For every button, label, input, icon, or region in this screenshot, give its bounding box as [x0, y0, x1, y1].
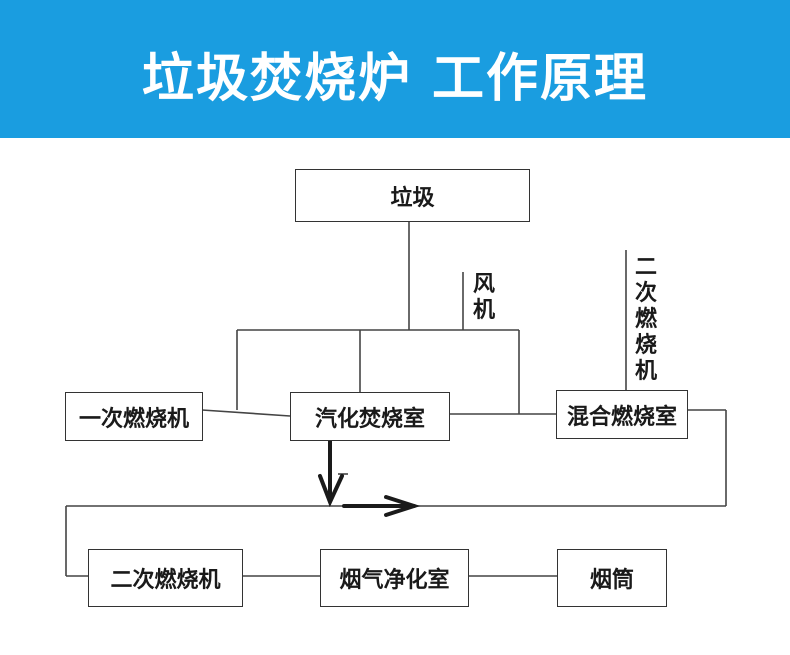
label-fan: 风 机 — [472, 272, 495, 323]
node-mixing-chamber: 混合燃烧室 — [556, 390, 688, 439]
node-garbage: 垃圾 — [295, 169, 530, 222]
node-flue-gas-purification: 烟气净化室 — [320, 549, 469, 607]
page-title: 垃圾焚烧炉 工作原理 — [141, 49, 649, 109]
connector-primary-gasification — [201, 409, 291, 417]
header-banner: 垃圾焚烧炉 工作原理 — [0, 0, 790, 138]
right-arrow-icon — [342, 495, 421, 517]
node-chimney: 烟筒 — [557, 549, 667, 607]
node-primary-incinerator: 一次燃烧机 — [65, 392, 203, 441]
node-secondary-incinerator: 二次燃烧机 — [88, 549, 243, 607]
node-gasification-chamber: 汽化焚烧室 — [290, 392, 450, 441]
label-secondary-incinerator-feed: 二 次 燃 烧 机 — [634, 255, 657, 384]
down-arrow-icon — [318, 439, 344, 508]
